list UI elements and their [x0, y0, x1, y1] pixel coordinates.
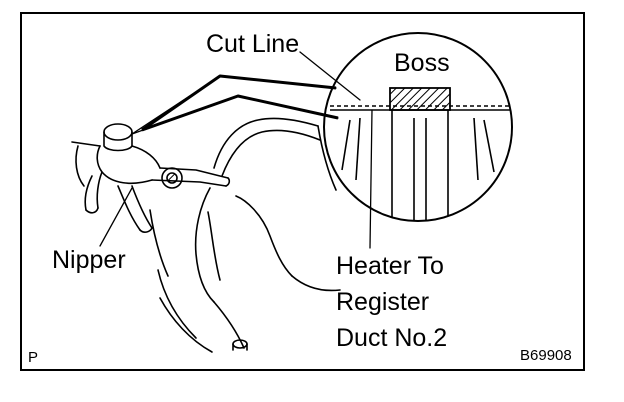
- nipper-tool: [71, 123, 231, 233]
- nipper-label: Nipper: [52, 246, 126, 274]
- figure-frame: [20, 12, 585, 371]
- figure-id: B69908: [520, 347, 572, 364]
- corner-code: P: [28, 349, 38, 366]
- boss-block: [389, 87, 451, 111]
- heater-label-line2: Register: [336, 288, 429, 316]
- boss-label: Boss: [394, 49, 450, 77]
- heater-label-line3: Duct No.2: [336, 324, 447, 352]
- cut-line-label: Cut Line: [206, 30, 299, 58]
- callout-outline: [141, 74, 339, 132]
- duct-body: [149, 117, 341, 353]
- heater-label-line1: Heater To: [336, 252, 444, 280]
